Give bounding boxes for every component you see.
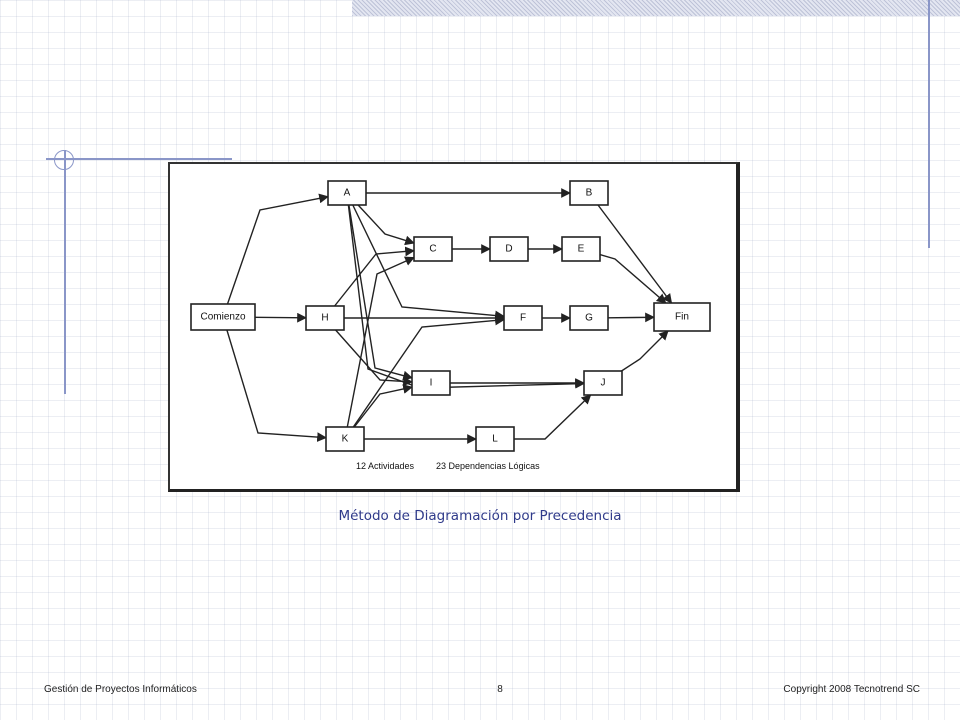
node-a-box (327, 180, 367, 206)
node-l-label: L (492, 434, 498, 445)
node-fin: Fin (653, 302, 711, 332)
edge-k-i (353, 384, 413, 428)
node-e: E (561, 236, 601, 262)
node-b: B (569, 180, 609, 206)
edge-h-c (334, 246, 415, 307)
edge-a-f (352, 204, 505, 321)
node-d-label: D (505, 244, 512, 255)
node-h-box (305, 305, 345, 331)
node-k-label: K (342, 434, 349, 445)
node-c-label: C (429, 244, 436, 255)
node-g-box (569, 305, 609, 331)
node-l: L (475, 426, 515, 452)
edge-comienzo-k (226, 329, 327, 442)
node-c: C (413, 236, 453, 262)
node-h-label: H (321, 313, 328, 324)
edge-a-j (347, 204, 585, 389)
node-comienzo: Comienzo (190, 303, 256, 331)
edge-comienzo-a (226, 193, 329, 305)
node-j-box (583, 370, 623, 396)
edge-comienzo-h (254, 312, 307, 323)
node-l-box (475, 426, 515, 452)
top-pattern-band (352, 0, 960, 16)
decor-line-left (64, 150, 66, 394)
node-a: A (327, 180, 367, 206)
decor-line-horizontal (46, 158, 232, 160)
edge-h-i (335, 329, 413, 387)
node-k-box (325, 426, 365, 452)
edge-a-i (348, 204, 413, 381)
edge-e-fin (599, 253, 667, 304)
edge-k-c (346, 256, 415, 428)
node-k: K (325, 426, 365, 452)
edge-b-fin (597, 204, 673, 304)
node-i-label: I (430, 378, 433, 389)
node-i-box (411, 370, 451, 396)
node-f: F (503, 305, 543, 331)
node-f-label: F (520, 313, 526, 324)
node-a-label: A (344, 188, 351, 199)
node-j: J (583, 370, 623, 396)
legend-dependencies: 23 Dependencias Lógicas (436, 461, 540, 471)
figure-caption: Método de Diagramación por Precedencia (338, 508, 622, 524)
node-g-label: G (585, 313, 593, 324)
legend-activities: 12 Actividades (356, 461, 415, 471)
edge-k-f (352, 315, 505, 428)
edge-a-c (357, 204, 415, 246)
node-b-box (569, 180, 609, 206)
node-comienzo-box (190, 303, 256, 331)
edge-l-j (514, 394, 592, 440)
node-f-box (503, 305, 543, 331)
node-b-label: B (586, 188, 593, 199)
node-h: H (305, 305, 345, 331)
edge-g-fin (607, 312, 655, 323)
node-i: I (411, 370, 451, 396)
node-e-label: E (578, 244, 585, 255)
node-g: G (569, 305, 609, 331)
decor-line-right (928, 0, 930, 248)
node-comienzo-label: Comienzo (200, 312, 245, 323)
node-d-box (489, 236, 529, 262)
footer-copyright: Copyright 2008 Tecnotrend SC (783, 684, 920, 695)
node-d: D (489, 236, 529, 262)
node-c-box (413, 236, 453, 262)
footer-page-number: 8 (497, 684, 503, 695)
node-fin-box (653, 302, 711, 332)
node-fin-label: Fin (675, 312, 689, 323)
node-j-label: J (601, 378, 606, 389)
footer-course-title: Gestión de Proyectos Informáticos (44, 684, 197, 695)
edge-j-fin (621, 330, 669, 372)
node-e-box (561, 236, 601, 262)
decor-ring (54, 150, 74, 170)
